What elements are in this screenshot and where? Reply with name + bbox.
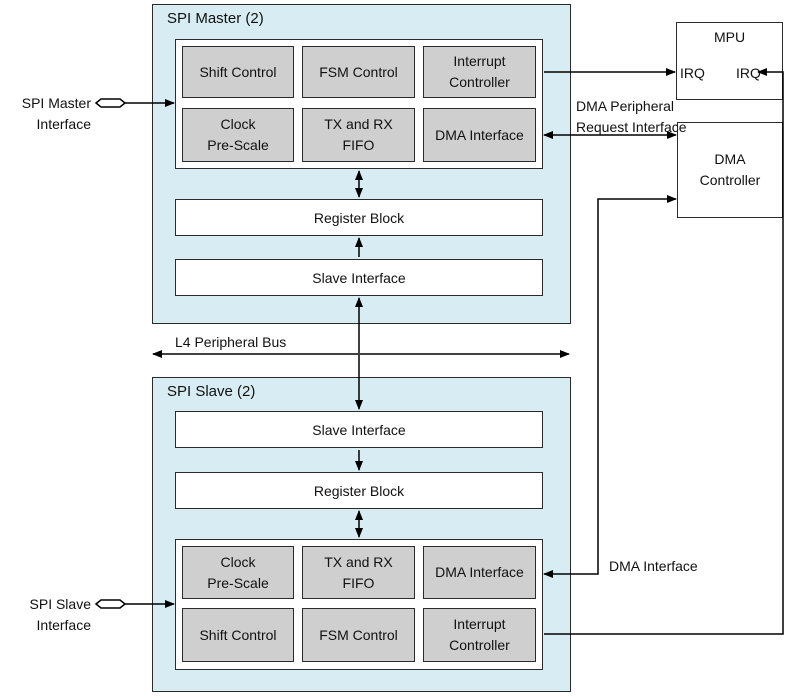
slave-tx-rx-fifo: TX and RX FIFO: [302, 546, 415, 599]
dma-peripheral-label: DMA Peripheral Request Interface: [576, 98, 687, 135]
mpu-irq-left: IRQ: [680, 65, 705, 81]
master-tx-rx-fifo: TX and RX FIFO: [302, 108, 415, 162]
slave-shift-control: Shift Control: [182, 608, 294, 662]
dma-controller-box: DMA Controller: [677, 122, 783, 218]
spi-slave-title: SPI Slave (2): [167, 383, 256, 400]
slave-fsm-control: FSM Control: [302, 608, 415, 662]
master-clock-prescale: Clock Pre-Scale: [182, 108, 294, 162]
slave-interrupt-controller: Interrupt Controller: [423, 608, 536, 662]
master-interrupt-controller: Interrupt Controller: [423, 46, 536, 98]
mpu-title: MPU: [713, 29, 746, 45]
master-register-block: Register Block: [175, 199, 543, 236]
spi-master-interface-label: SPI Master Interface: [21, 95, 91, 132]
master-fsm-control: FSM Control: [302, 46, 415, 98]
slave-slave-interface: Slave Interface: [175, 411, 543, 448]
spi-slave-interface-label: SPI Slave Interface: [29, 596, 91, 633]
mpu-irq-right: IRQ: [736, 65, 761, 81]
spi-master-title: SPI Master (2): [167, 10, 264, 27]
slave-register-block: Register Block: [175, 472, 543, 509]
master-slave-interface: Slave Interface: [175, 259, 543, 296]
master-shift-control: Shift Control: [182, 46, 294, 98]
slave-clock-prescale: Clock Pre-Scale: [182, 546, 294, 599]
dma-interface-label: DMA Interface: [609, 558, 698, 574]
master-dma-interface: DMA Interface: [423, 108, 536, 162]
l4-bus-label: L4 Peripheral Bus: [175, 334, 287, 350]
master-interface-connector-icon: [94, 98, 127, 108]
slave-dma-interface: DMA Interface: [423, 546, 536, 599]
slave-interface-connector-icon: [94, 599, 127, 609]
